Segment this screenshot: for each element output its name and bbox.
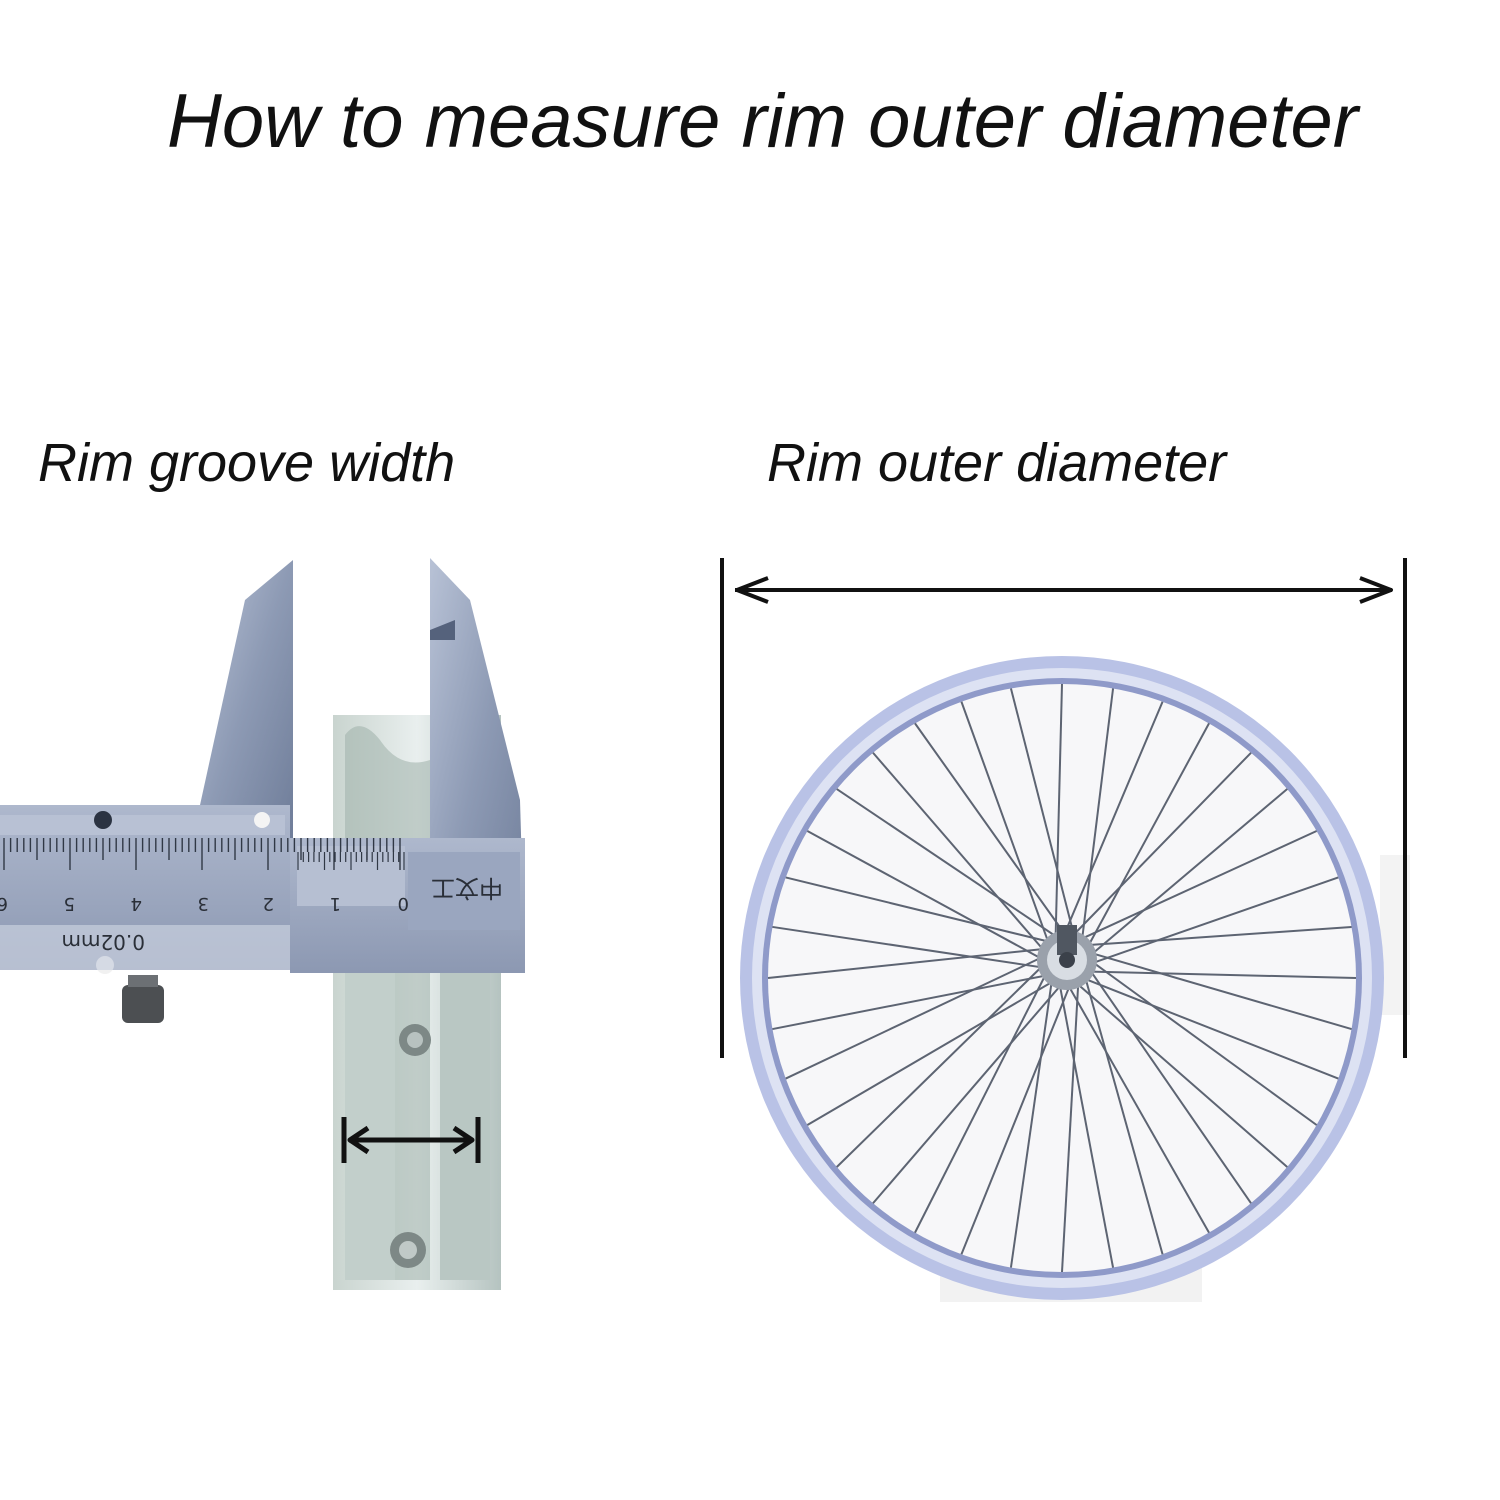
spoke <box>1088 788 1288 958</box>
spoke <box>1080 688 1115 944</box>
vernier-scale-ticks <box>297 852 405 870</box>
scale-number: 4 <box>131 893 142 914</box>
vernier-marking: 0.02mm <box>62 930 146 954</box>
spoke <box>914 722 1069 939</box>
spoke <box>806 978 1058 1126</box>
diameter-arrow <box>720 558 1407 1058</box>
groove-width-arrow <box>341 1117 481 1163</box>
spoke <box>767 947 1049 979</box>
spoke <box>785 876 1054 944</box>
spoke <box>772 925 1047 970</box>
thumb-screw <box>122 975 164 1023</box>
spoke <box>960 701 1051 947</box>
caliper-main-beam <box>0 805 290 974</box>
scale-number: 0 <box>398 893 409 914</box>
spoke <box>872 752 1047 954</box>
brand-marking: 中文工 <box>431 874 503 902</box>
spoke <box>1009 688 1077 940</box>
spoke <box>1080 976 1339 1080</box>
spoke <box>960 981 1073 1255</box>
spoke <box>1061 978 1080 1273</box>
outer-diameter-label: Rim outer diameter <box>767 433 1227 493</box>
spoke <box>1069 752 1252 939</box>
spoke <box>1087 966 1252 1204</box>
scale-number: 1 <box>330 893 341 914</box>
spoke <box>1088 876 1339 966</box>
spoke <box>1057 980 1115 1268</box>
spoke <box>836 788 1061 940</box>
spoke <box>1061 701 1164 939</box>
wheel-spokes <box>767 683 1357 1273</box>
spoke <box>1083 973 1164 1255</box>
spoke <box>1087 950 1352 1031</box>
spoke <box>872 981 1065 1204</box>
bicycle-wheel <box>740 656 1410 1302</box>
spoke <box>806 830 1046 962</box>
groove-width-label: Rim groove width <box>38 433 456 493</box>
spoke <box>772 973 1051 1031</box>
spoke <box>1073 980 1288 1168</box>
spoke <box>1077 830 1318 942</box>
spoke <box>1009 976 1054 1268</box>
scale-number: 3 <box>198 893 209 914</box>
spoke <box>785 954 1046 1080</box>
spoke <box>1065 981 1210 1234</box>
spoke <box>914 970 1049 1234</box>
spoke <box>836 962 1046 1168</box>
page-title: How to measure rim outer diameter <box>167 79 1359 164</box>
main-scale-numbers: 6 5 4 3 2 1 0 <box>0 893 409 914</box>
scale-number: 6 <box>0 893 8 914</box>
scale-number: 2 <box>263 893 274 914</box>
spoke <box>1083 925 1352 947</box>
main-scale-ticks <box>3 838 401 870</box>
spoke <box>1088 958 1318 1126</box>
spoke <box>1085 970 1357 979</box>
scale-number: 5 <box>64 893 75 914</box>
spoke <box>1085 722 1210 950</box>
spoke <box>1054 683 1063 942</box>
caliper-vernier-slide <box>290 838 525 973</box>
